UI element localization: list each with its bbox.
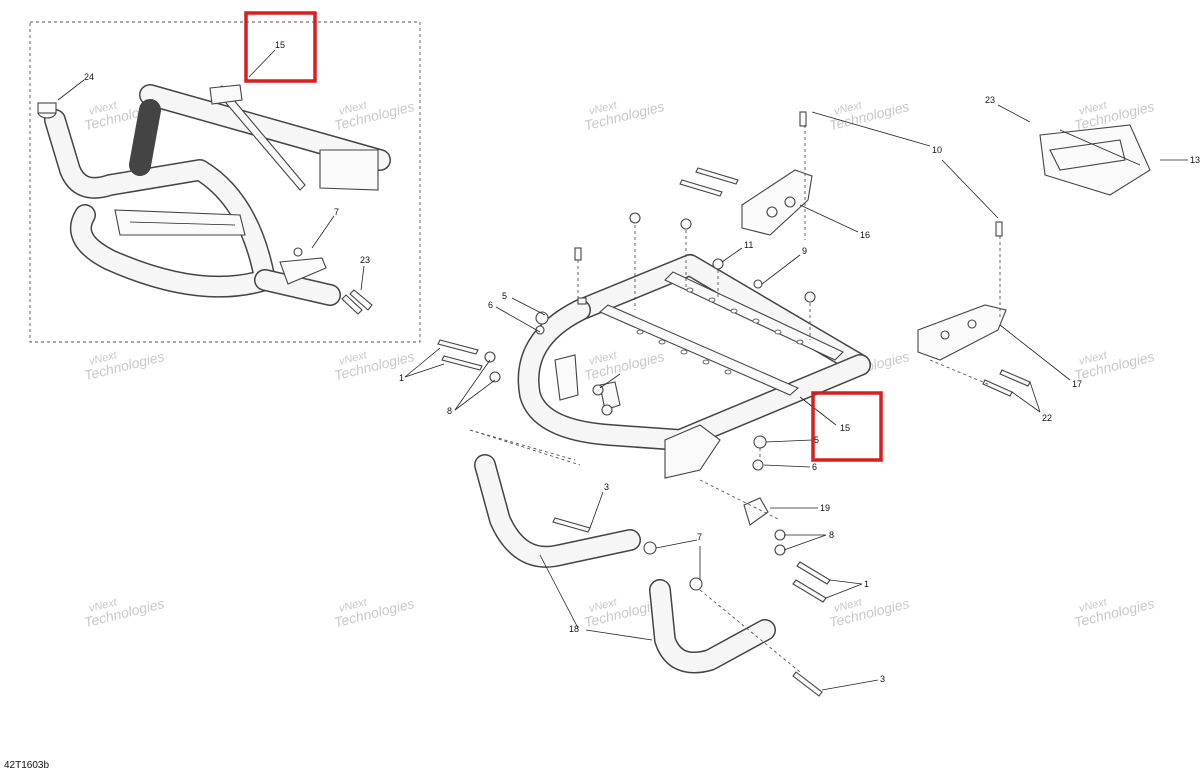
watermark: vNext Technologies bbox=[582, 98, 665, 133]
svg-text:Technologies: Technologies bbox=[332, 595, 415, 630]
callout-19: 19 bbox=[820, 503, 830, 513]
svg-text:Technologies: Technologies bbox=[1072, 595, 1155, 630]
bracket-17 bbox=[917, 304, 1007, 361]
callout-13: 13 bbox=[1190, 155, 1200, 165]
rack-holes bbox=[636, 287, 804, 375]
callout-7-inset: 7 bbox=[334, 207, 339, 217]
callout-17: 17 bbox=[1072, 379, 1082, 389]
callout-3-bottom: 3 bbox=[880, 674, 885, 684]
watermark: vNext Technologies bbox=[1072, 348, 1155, 383]
callout-6-right: 6 bbox=[812, 462, 817, 472]
svg-text:Technologies: Technologies bbox=[827, 595, 910, 630]
leader-lines bbox=[57, 49, 1188, 691]
assembly-lines bbox=[469, 125, 1001, 673]
callout-16: 16 bbox=[860, 230, 870, 240]
callout-18: 18 bbox=[569, 624, 579, 634]
svg-text:Technologies: Technologies bbox=[582, 98, 665, 133]
inset-dashed-frame bbox=[29, 21, 421, 343]
fasteners bbox=[437, 111, 1031, 697]
callout-10: 10 bbox=[932, 145, 942, 155]
svg-text:Technologies: Technologies bbox=[82, 348, 165, 383]
callout-9: 9 bbox=[802, 246, 807, 256]
rear-rack-frame bbox=[517, 254, 871, 479]
callout-1-left: 1 bbox=[399, 373, 404, 383]
callout-5-left: 5 bbox=[502, 291, 507, 301]
callout-15-inset: 15 bbox=[275, 40, 285, 50]
callout-23-inset: 23 bbox=[360, 255, 370, 265]
diagram-reference-code: 42T1603b bbox=[4, 760, 50, 771]
watermark: vNext Technologies bbox=[827, 595, 910, 630]
callout-15-main: 15 bbox=[840, 423, 850, 433]
callout-11: 11 bbox=[744, 240, 753, 250]
callout-24: 24 bbox=[84, 72, 94, 82]
svg-text:Technologies: Technologies bbox=[82, 595, 165, 630]
watermark: vNext Technologies bbox=[582, 348, 665, 383]
inset-bumper-assembly bbox=[37, 84, 391, 315]
callout-22: 22 bbox=[1042, 413, 1052, 423]
svg-text:Technologies: Technologies bbox=[1072, 348, 1155, 383]
watermark: vNext Technologies bbox=[827, 98, 910, 133]
callout-6-left: 6 bbox=[488, 300, 493, 310]
highlight-box-15-main bbox=[811, 391, 883, 462]
callout-labels: 15 24 7 23 23 13 10 16 11 9 5 6 1 8 15 5… bbox=[84, 40, 1200, 684]
watermark: vNext Technologies bbox=[82, 595, 165, 630]
watermark: vNext Technologies bbox=[332, 595, 415, 630]
callout-1-right: 1 bbox=[864, 579, 869, 589]
pivot-kit-13 bbox=[1039, 124, 1151, 196]
highlight-box-15-inset bbox=[244, 11, 317, 83]
watermark: vNext Technologies bbox=[332, 98, 415, 133]
bracket-16 bbox=[741, 169, 813, 236]
callout-3-top: 3 bbox=[604, 482, 609, 492]
step-tubes bbox=[474, 454, 776, 674]
svg-text:Technologies: Technologies bbox=[582, 348, 665, 383]
callout-8-right: 8 bbox=[829, 530, 834, 540]
watermark: vNext Technologies bbox=[82, 348, 165, 383]
svg-text:Technologies: Technologies bbox=[332, 98, 415, 133]
callout-7-main: 7 bbox=[697, 532, 702, 542]
callout-8-left: 8 bbox=[447, 406, 452, 416]
callout-23-kit: 23 bbox=[985, 95, 995, 105]
watermark: vNext Technologies bbox=[1072, 595, 1155, 630]
callout-5-right: 5 bbox=[814, 435, 819, 445]
